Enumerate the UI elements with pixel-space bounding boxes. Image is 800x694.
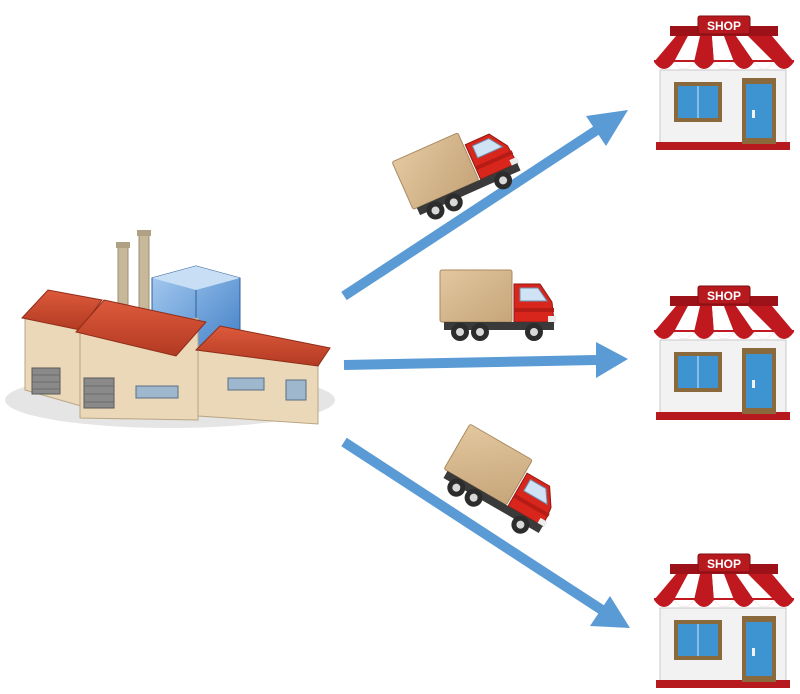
delivery-truck-icon (439, 269, 557, 342)
shop-sign-label: SHOP (707, 19, 741, 33)
arrow-to-shop-bottom (341, 437, 630, 628)
arrow-to-shop-top (341, 110, 628, 301)
delivery-truck-icon (391, 114, 528, 228)
shop-icon: SHOP (653, 553, 795, 689)
shop-sign-label: SHOP (707, 557, 741, 571)
factory-icon (5, 230, 335, 428)
delivery-truck-icon (434, 423, 571, 544)
shop-sign-label: SHOP (707, 289, 741, 303)
shop-icon: SHOP (653, 15, 795, 151)
arrow-to-shop-middle (343, 342, 628, 378)
shop-icon: SHOP (653, 285, 795, 421)
